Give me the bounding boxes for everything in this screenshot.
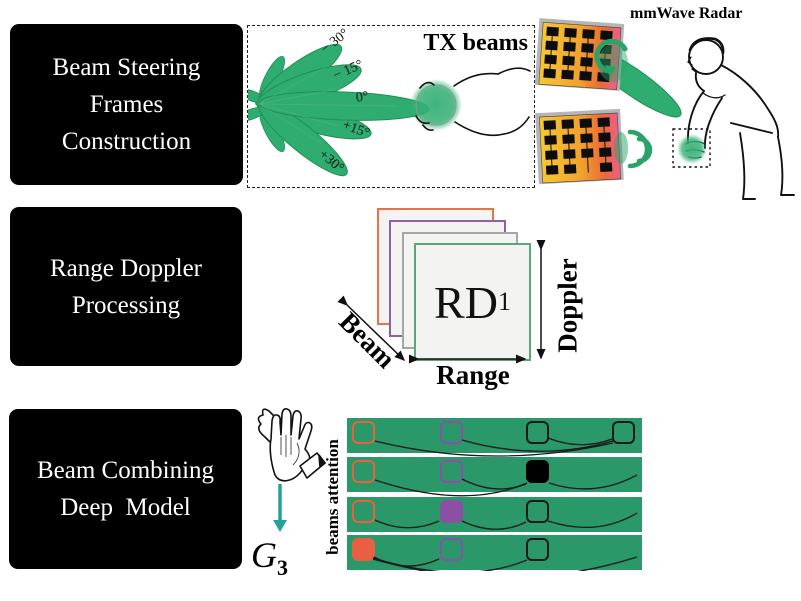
rd-axes-arrows	[337, 240, 546, 364]
mmwave-radar-title: mmWave Radar	[630, 5, 743, 22]
gesture-output-arrow	[273, 484, 287, 532]
step2-line2: Processing	[71, 291, 181, 319]
hands-focus-dotted-box	[672, 128, 711, 168]
tx-beams-title: TX beams	[423, 30, 528, 56]
attention-square	[440, 421, 463, 444]
pointing-hand-sketch	[415, 67, 531, 137]
range-axis-label: Range	[436, 360, 510, 390]
step-box-range-doppler: Range Doppler Processing	[10, 207, 242, 366]
attention-square	[440, 460, 463, 483]
step2-line1: Range Doppler	[49, 254, 203, 282]
attention-row-4	[347, 535, 642, 570]
beam-texture-lines	[258, 65, 399, 145]
beams-attention-label: beams attention	[323, 439, 342, 555]
beam-angle-label-0: 0°	[354, 89, 370, 106]
antenna-panel-top	[535, 18, 625, 91]
hands-glow-circle	[677, 134, 707, 164]
antenna-elements-bottom	[543, 117, 613, 175]
gesture-class-label: G3	[251, 534, 288, 579]
cuff-shade	[318, 454, 326, 468]
antenna-elements-top	[543, 26, 613, 83]
person-figure	[685, 37, 795, 200]
step-box-beam-combining: Beam Combining Deep Model	[9, 409, 242, 569]
attention-square	[440, 538, 463, 561]
attention-square	[526, 500, 549, 523]
beam-main-lobes	[256, 43, 430, 177]
attention-row-1	[347, 418, 642, 453]
beam-attention-rows	[347, 418, 642, 571]
attention-row-3	[347, 497, 642, 532]
echo-glow	[614, 132, 628, 164]
step1-line3: Construction	[61, 128, 192, 155]
hand-glow-circle	[410, 79, 462, 131]
attention-square	[612, 421, 635, 444]
attention-square	[526, 460, 549, 483]
hand-detail-lines	[280, 435, 300, 466]
step-box-beam-steering: Beam Steering Frames Construction	[10, 24, 243, 185]
hand-outline-circle	[415, 84, 457, 126]
gesture-letter: G	[251, 535, 277, 575]
step1-line2: Frames	[89, 91, 164, 118]
beam-axis-arrow	[337, 295, 406, 362]
attention-square	[526, 538, 549, 561]
beam-reflect-arrow	[594, 38, 628, 74]
rd1-label: RD	[434, 276, 498, 328]
clap-gesture-sketch	[257, 408, 326, 482]
attention-square	[352, 460, 375, 483]
arrowhead	[273, 520, 287, 532]
tx-beams-panel: TX beams − 30° − 15° 0° +15° +30°	[247, 25, 535, 188]
doppler-axis-label: Doppler	[552, 258, 583, 353]
step3-line1: Beam Combining	[36, 457, 215, 484]
attention-square	[352, 538, 375, 561]
beam-reflect-arrowhead	[605, 65, 617, 77]
gesture-sub: 3	[277, 555, 288, 581]
antenna-panel-bottom	[535, 108, 624, 185]
attention-row-2	[347, 457, 642, 492]
attention-square	[526, 421, 549, 444]
step3-line2: Deep Model	[60, 494, 191, 521]
step1-line1: Beam Steering	[52, 54, 201, 81]
attention-square	[352, 421, 375, 444]
attention-square	[352, 500, 375, 523]
radar-scene-illustration	[535, 18, 795, 200]
echo-wave-arcs	[627, 129, 653, 169]
beam-fan-illustration	[248, 43, 531, 177]
attention-square	[440, 500, 463, 523]
